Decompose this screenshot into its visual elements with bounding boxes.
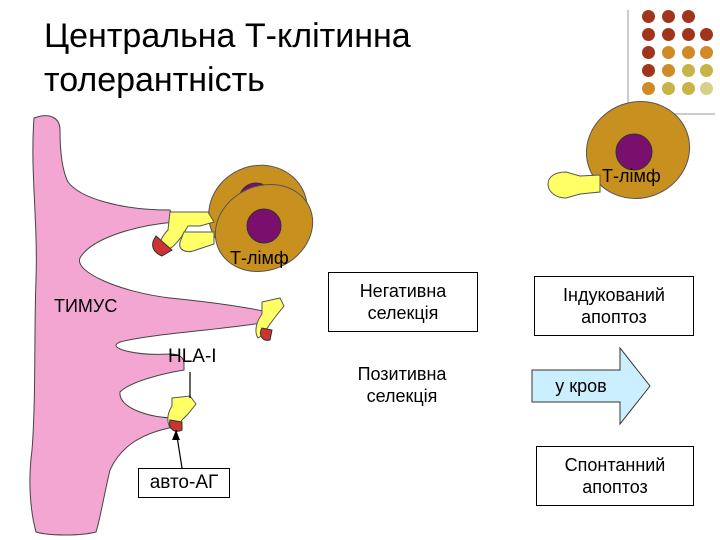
dot [700,46,713,59]
dot [662,82,675,95]
decorative-dots [642,10,720,110]
t-cell-front-nucleus [246,208,282,244]
t-cell-label-mid: Т-лімф [230,248,289,268]
dot [662,28,675,41]
thymus-label: ТИМУС [54,296,118,316]
to-blood-label: у кров [555,376,607,396]
negative-selection-box: Негативна селекція [328,272,478,332]
dot [700,64,713,77]
dot [700,82,713,95]
mhc-positive [169,419,183,432]
dot [682,82,695,95]
dot [642,10,655,23]
dot [682,64,695,77]
induced-apoptosis-box: Індукований апоптоз [534,276,694,336]
dot [642,28,655,41]
t-cell-released-nucleus [615,133,653,171]
dot [662,10,675,23]
to-blood-arrow [531,346,651,426]
positive-selection-label: Позитивна селекція [357,364,447,406]
hla-label: HLA-I [168,346,217,367]
spontaneous-apoptosis-box: Спонтанний апоптоз [536,446,694,506]
dot [642,64,655,77]
dot [682,46,695,59]
dot [642,82,655,95]
dot [682,28,695,41]
t-cell-label-top: Т-лімф [602,166,661,186]
mhc-1 [152,235,173,257]
receptor-2 [179,231,215,253]
auto-ag-box: авто-АГ [138,468,230,498]
mhc-negative [259,327,273,341]
dot [662,46,675,59]
dot [682,10,695,23]
dot [662,64,675,77]
dot [700,28,713,41]
receptor-released [547,171,601,199]
autoag-arrowhead [172,430,180,440]
dot [642,46,655,59]
slide-title: Центральна Т-клітинна толерантність [44,17,411,99]
